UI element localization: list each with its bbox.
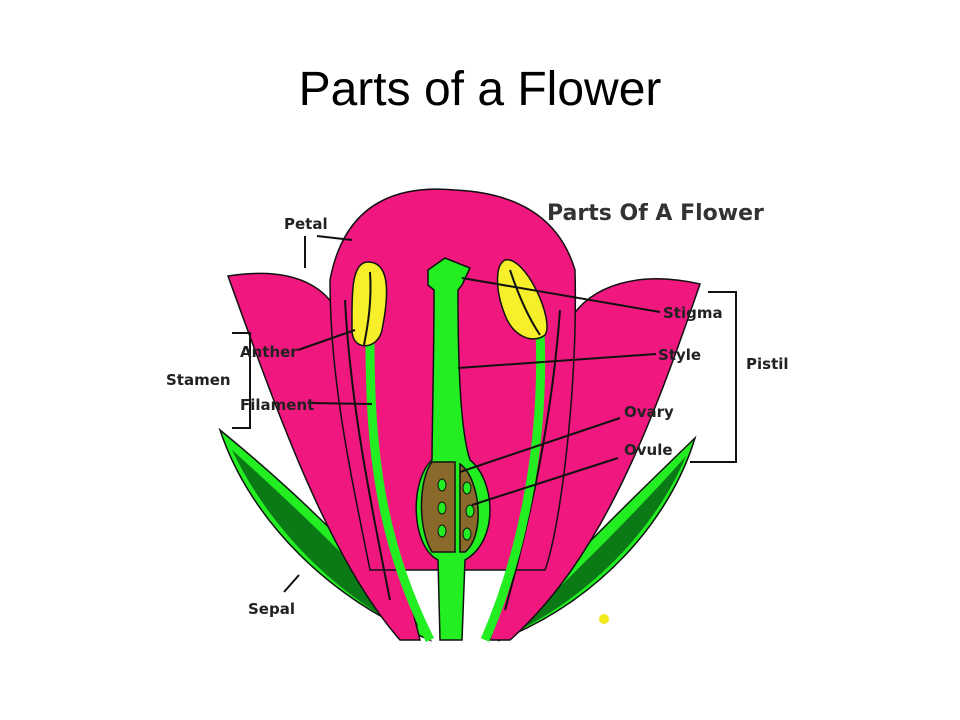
- label-style: Style: [658, 346, 701, 364]
- anther-right: [496, 259, 548, 340]
- anther-left: [351, 261, 388, 347]
- label-petal: Petal: [284, 215, 328, 233]
- slide-title: Parts of a Flower: [298, 63, 662, 116]
- label-sepal: Sepal: [248, 600, 295, 618]
- label-ovule: Ovule: [624, 441, 673, 459]
- label-stamen: Stamen: [166, 371, 231, 389]
- label-pistil: Pistil: [746, 355, 789, 373]
- diagram-heading: Parts Of A Flower: [547, 201, 764, 226]
- pistil-shape: [415, 257, 491, 641]
- label-anther: Anther: [240, 343, 298, 361]
- label-ovary: Ovary: [624, 403, 674, 421]
- leader-lines: [232, 235, 737, 593]
- filament-group: [365, 329, 546, 643]
- yellow-dot: [599, 614, 609, 624]
- label-filament: Filament: [240, 396, 314, 414]
- label-stigma: Stigma: [663, 304, 723, 322]
